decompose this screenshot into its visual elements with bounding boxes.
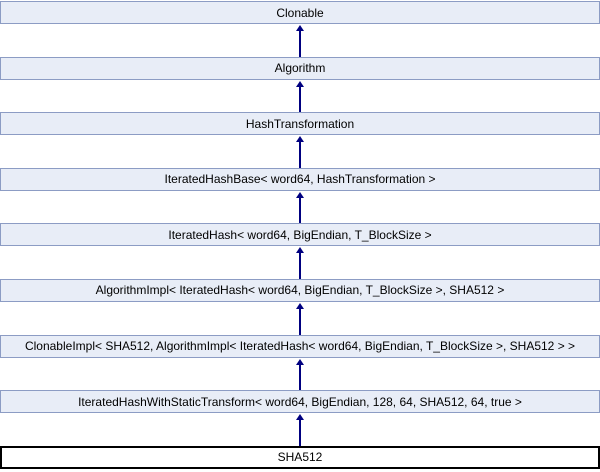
arrow-stem: [299, 85, 301, 113]
inheritance-connector: [0, 413, 600, 446]
inheritance-connector: [0, 80, 600, 113]
arrow-up-icon: [296, 247, 304, 254]
arrow-stem: [299, 307, 301, 335]
class-node-label: ClonableImpl< SHA512, AlgorithmImpl< Ite…: [24, 339, 576, 354]
class-node-sha512-current: SHA512: [0, 445, 600, 469]
class-node-label: AlgorithmImpl< IteratedHash< word64, Big…: [95, 283, 505, 298]
arrow-up-icon: [296, 358, 304, 365]
inheritance-connector: [0, 358, 600, 391]
class-node-hashtransformation[interactable]: HashTransformation: [0, 112, 600, 136]
arrow-stem: [299, 363, 301, 391]
inheritance-connector: [0, 135, 600, 168]
class-node-label: IteratedHash< word64, BigEndian, T_Block…: [168, 227, 432, 242]
arrow-stem: [299, 196, 301, 224]
class-node-algorithm[interactable]: Algorithm: [0, 56, 600, 80]
class-node-algorithmimpl[interactable]: AlgorithmImpl< IteratedHash< word64, Big…: [0, 278, 600, 302]
arrow-stem: [299, 30, 301, 57]
inheritance-connector: [0, 302, 600, 335]
class-node-label: Clonable: [276, 5, 324, 20]
inheritance-connector: [0, 191, 600, 224]
class-node-label: Algorithm: [274, 61, 326, 76]
arrow-up-icon: [296, 414, 304, 421]
arrow-up-icon: [296, 136, 304, 143]
class-node-iteratedhashwithstatictransform[interactable]: IteratedHashWithStaticTransform< word64,…: [0, 390, 600, 414]
class-node-label: HashTransformation: [245, 116, 355, 131]
class-node-clonableimpl[interactable]: ClonableImpl< SHA512, AlgorithmImpl< Ite…: [0, 334, 600, 358]
class-node-label: IteratedHashWithStaticTransform< word64,…: [78, 394, 522, 409]
arrow-stem: [299, 419, 301, 446]
class-node-label: IteratedHashBase< word64, HashTransforma…: [164, 172, 436, 187]
inheritance-connector: [0, 24, 600, 57]
arrow-stem: [299, 252, 301, 279]
arrow-up-icon: [296, 191, 304, 198]
class-node-clonable[interactable]: Clonable: [0, 1, 600, 24]
arrow-up-icon: [296, 25, 304, 31]
arrow-up-icon: [296, 302, 304, 309]
arrow-stem: [299, 141, 301, 168]
class-node-iteratedhash[interactable]: IteratedHash< word64, BigEndian, T_Block…: [0, 223, 600, 247]
inheritance-connector: [0, 246, 600, 279]
class-node-iteratedhashbase[interactable]: IteratedHashBase< word64, HashTransforma…: [0, 167, 600, 191]
class-node-label: SHA512: [277, 450, 323, 465]
arrow-up-icon: [296, 80, 304, 87]
